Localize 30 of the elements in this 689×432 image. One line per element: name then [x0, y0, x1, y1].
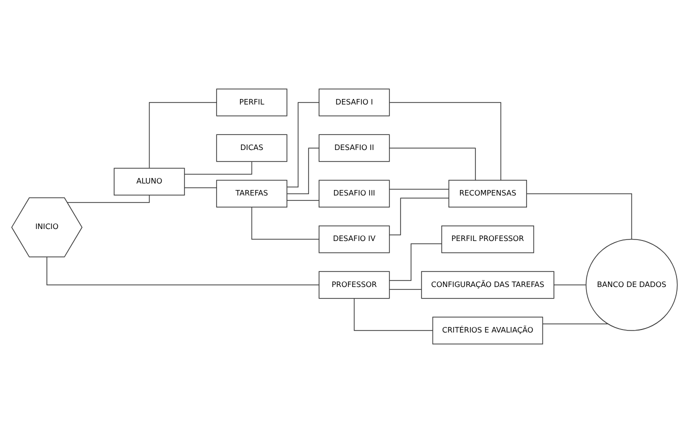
connector	[184, 186, 217, 188]
node-box: TAREFAS	[216, 179, 288, 208]
node-box: CONFIGURAÇÃO DAS TAREFAS	[421, 270, 554, 298]
node-box: DICAS	[216, 134, 288, 162]
connector	[251, 206, 320, 240]
connector	[389, 188, 449, 190]
node-box: DESAFIO III	[318, 179, 390, 208]
connector	[542, 322, 608, 324]
connector	[389, 147, 476, 180]
connector	[526, 192, 632, 240]
node-box: PERFIL PROFESSOR	[441, 224, 534, 253]
connector	[389, 242, 442, 280]
connector	[46, 256, 320, 285]
connector	[354, 298, 434, 330]
node-circle: BANCO DE DADOS	[586, 238, 678, 330]
connector	[286, 102, 320, 187]
connector	[286, 147, 320, 194]
node-box: PROFESSOR	[318, 270, 390, 298]
node-box: RECOMPENSAS	[448, 179, 527, 208]
node-box: DESAFIO I	[318, 88, 390, 116]
connector	[148, 102, 217, 168]
connector	[389, 288, 422, 290]
node-box: ALUNO	[114, 167, 185, 196]
node-box: CRITÉRIOS E AVALIAÇÃO	[432, 316, 544, 344]
node-box: DESAFIO IV	[318, 224, 390, 253]
node-box: DESAFIO II	[318, 134, 390, 162]
connector	[389, 102, 502, 180]
node-box: PERFIL	[216, 88, 288, 116]
connector	[66, 194, 150, 202]
connector	[554, 284, 586, 285]
